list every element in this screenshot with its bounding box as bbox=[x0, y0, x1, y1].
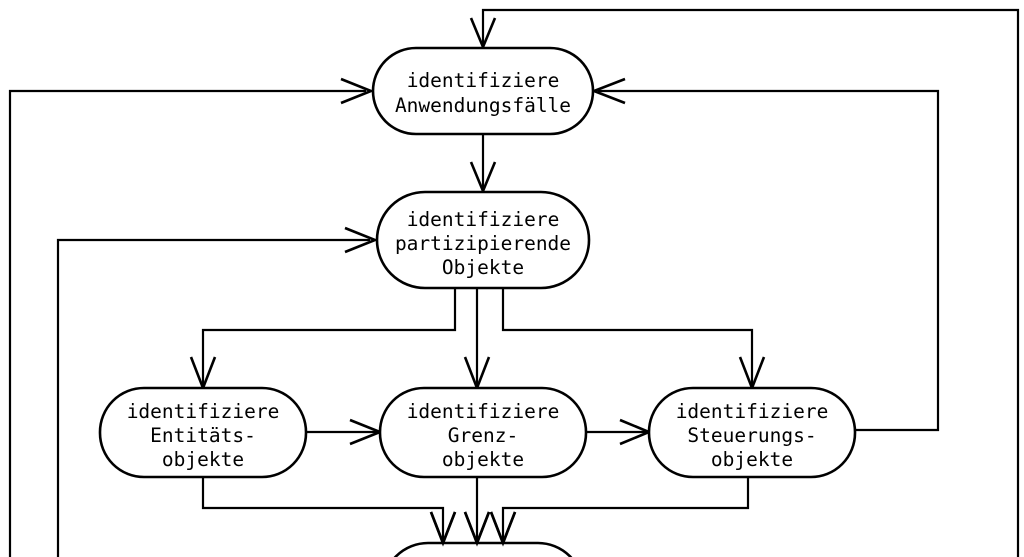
node-partizipierende-objekte-label-line-3: Objekte bbox=[442, 256, 524, 279]
node-steuerungsobjekte[interactable]: identifiziere Steuerungs- objekte bbox=[647, 386, 857, 479]
node-entitaetsobjekte[interactable]: identifiziere Entitäts- objekte bbox=[98, 386, 308, 479]
arrowhead-left-into-partizipierende bbox=[344, 226, 379, 254]
node-steuerungsobjekte-shape[interactable] bbox=[647, 386, 857, 479]
node-entitaetsobjekte-label-line-1: identifiziere bbox=[127, 400, 280, 423]
arrowhead-overlay-bottom-left bbox=[429, 511, 457, 547]
edge-left-return-into-anwendungsfaelle bbox=[8, 89, 366, 557]
node-entitaetsobjekte-shape[interactable] bbox=[98, 386, 308, 479]
node-partizipierende-objekte[interactable]: identifiziere partizipierende Objekte bbox=[375, 190, 591, 290]
node-partizipierende-objekte-shape[interactable] bbox=[375, 190, 591, 290]
node-anwendungsfaelle-label-line-1: identifiziere bbox=[407, 69, 560, 92]
node-layer: identifiziere Anwendungsfälle identifizi… bbox=[98, 46, 857, 557]
node-entitaetsobjekte-label-line-3: objekte bbox=[162, 448, 244, 471]
edge-layer bbox=[8, 8, 1020, 557]
node-anwendungsfaelle-label-line-2: Anwendungsfälle bbox=[395, 94, 571, 117]
edge-top-return-into-anwendungsfaelle bbox=[481, 8, 1020, 557]
node-grenzobjekte-label-line-1: identifiziere bbox=[407, 400, 560, 423]
node-partizipierende-objekte-label-line-1: identifiziere bbox=[407, 208, 560, 231]
node-grenzobjekte[interactable]: identifiziere Grenz- objekte bbox=[378, 386, 588, 479]
edge-right-return-into-anwendungsfaelle bbox=[598, 89, 940, 432]
node-anwendungsfaelle-shape[interactable] bbox=[371, 46, 595, 136]
edge-steuerungs-to-bottom bbox=[501, 477, 750, 540]
node-steuerungsobjekte-label-line-2: Steuerungs- bbox=[687, 424, 816, 447]
arrowhead-overlay-bottom-center bbox=[463, 511, 491, 547]
edge-partizipierende-to-steuerungs bbox=[501, 288, 754, 385]
node-grenzobjekte-label-line-3: objekte bbox=[442, 448, 524, 471]
edge-entitaets-to-bottom bbox=[201, 477, 445, 540]
node-grenzobjekte-shape[interactable] bbox=[378, 386, 588, 479]
node-partizipierende-objekte-label-line-2: partizipierende bbox=[395, 232, 571, 255]
node-anwendungsfaelle[interactable]: identifiziere Anwendungsfälle bbox=[371, 46, 595, 136]
arrowhead-left-into-anwendungsfaelle bbox=[340, 77, 375, 105]
node-steuerungsobjekte-label-line-3: objekte bbox=[711, 448, 793, 471]
node-entitaetsobjekte-label-line-2: Entitäts- bbox=[150, 424, 256, 447]
edge-partizipierende-to-entitaets bbox=[201, 288, 457, 385]
node-bottom-node-clipped-shape[interactable] bbox=[383, 541, 583, 557]
arrowhead-overlay-layer bbox=[429, 511, 517, 547]
edge-left-return-into-partizipierende bbox=[56, 238, 370, 557]
node-steuerungsobjekte-label-line-1: identifiziere bbox=[676, 400, 829, 423]
node-bottom-node-clipped[interactable] bbox=[383, 541, 583, 557]
node-grenzobjekte-label-line-2: Grenz- bbox=[448, 424, 518, 447]
arrowhead-overlay-bottom-right bbox=[489, 511, 517, 547]
